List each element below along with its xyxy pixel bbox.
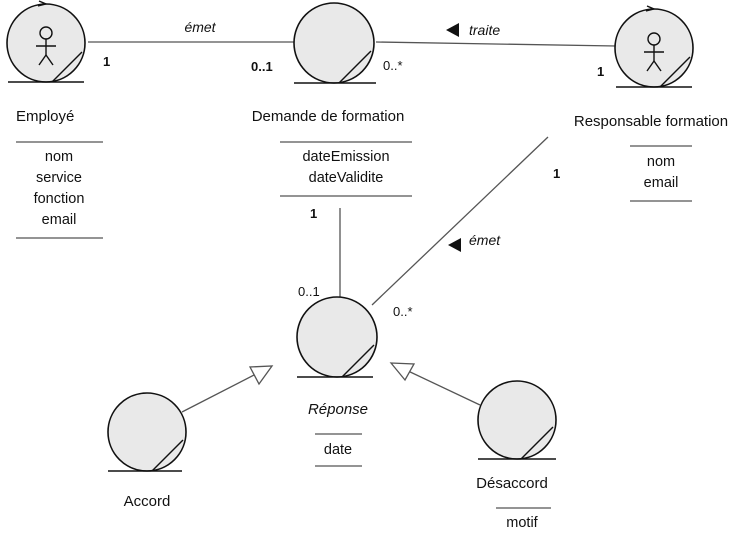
mult-concerne-reponse: 0..1 <box>298 284 320 299</box>
traite-direction-arrow-icon <box>446 23 459 37</box>
responsable-attr-nom: nom <box>647 154 675 170</box>
association-emet-label: émet <box>184 19 216 35</box>
desaccord-entity-icon <box>477 380 557 460</box>
responsable-class-name: Responsable formation <box>574 113 728 130</box>
generalization-accord-line <box>181 372 259 413</box>
employe-class-name: Employé <box>16 108 74 125</box>
desaccord-attr-motif: motif <box>506 515 538 531</box>
mult-emet2-responsable: 1 <box>553 166 560 181</box>
accord-class-name: Accord <box>124 493 171 510</box>
desaccord-class-name: Désaccord <box>476 475 548 492</box>
association-emet2-label: émet <box>469 232 501 248</box>
demande-attr-datevalidite: dateValidite <box>309 170 384 186</box>
mult-emet-employe: 1 <box>103 54 110 69</box>
generalization-desaccord-arrowhead <box>389 362 416 382</box>
emet-direction-arrow-icon <box>448 238 461 252</box>
mult-emet2-reponse: 0..* <box>393 304 413 319</box>
demande-attr-dateemission: dateEmission <box>302 149 389 165</box>
responsable-entity-icon <box>614 5 694 88</box>
reponse-class-name: Réponse <box>308 401 368 418</box>
association-emet-responsable-reponse <box>371 136 549 306</box>
association-traite-label: traite <box>469 22 500 38</box>
association-traite-demande-responsable <box>375 41 617 47</box>
demande-entity-icon <box>293 2 376 84</box>
mult-traite-responsable: 1 <box>597 64 604 79</box>
mult-emet-demande: 0..1 <box>251 59 273 74</box>
reponse-attr-date: date <box>324 442 352 458</box>
employe-attr-fonction: fonction <box>34 191 85 207</box>
generalization-accord-arrowhead <box>248 365 274 386</box>
mult-traite-demande: 0..* <box>383 58 403 73</box>
employe-entity-icon <box>6 0 86 83</box>
employe-attr-nom: nom <box>45 149 73 165</box>
generalization-desaccord-line <box>405 369 481 406</box>
responsable-attr-email: email <box>644 175 679 191</box>
accord-entity-icon <box>107 392 187 472</box>
employe-attr-service: service <box>36 170 82 186</box>
demande-class-name: Demande de formation <box>252 108 405 125</box>
employe-attr-email: email <box>42 212 77 228</box>
reponse-entity-icon <box>296 296 378 378</box>
mult-concerne-demande: 1 <box>310 206 317 221</box>
